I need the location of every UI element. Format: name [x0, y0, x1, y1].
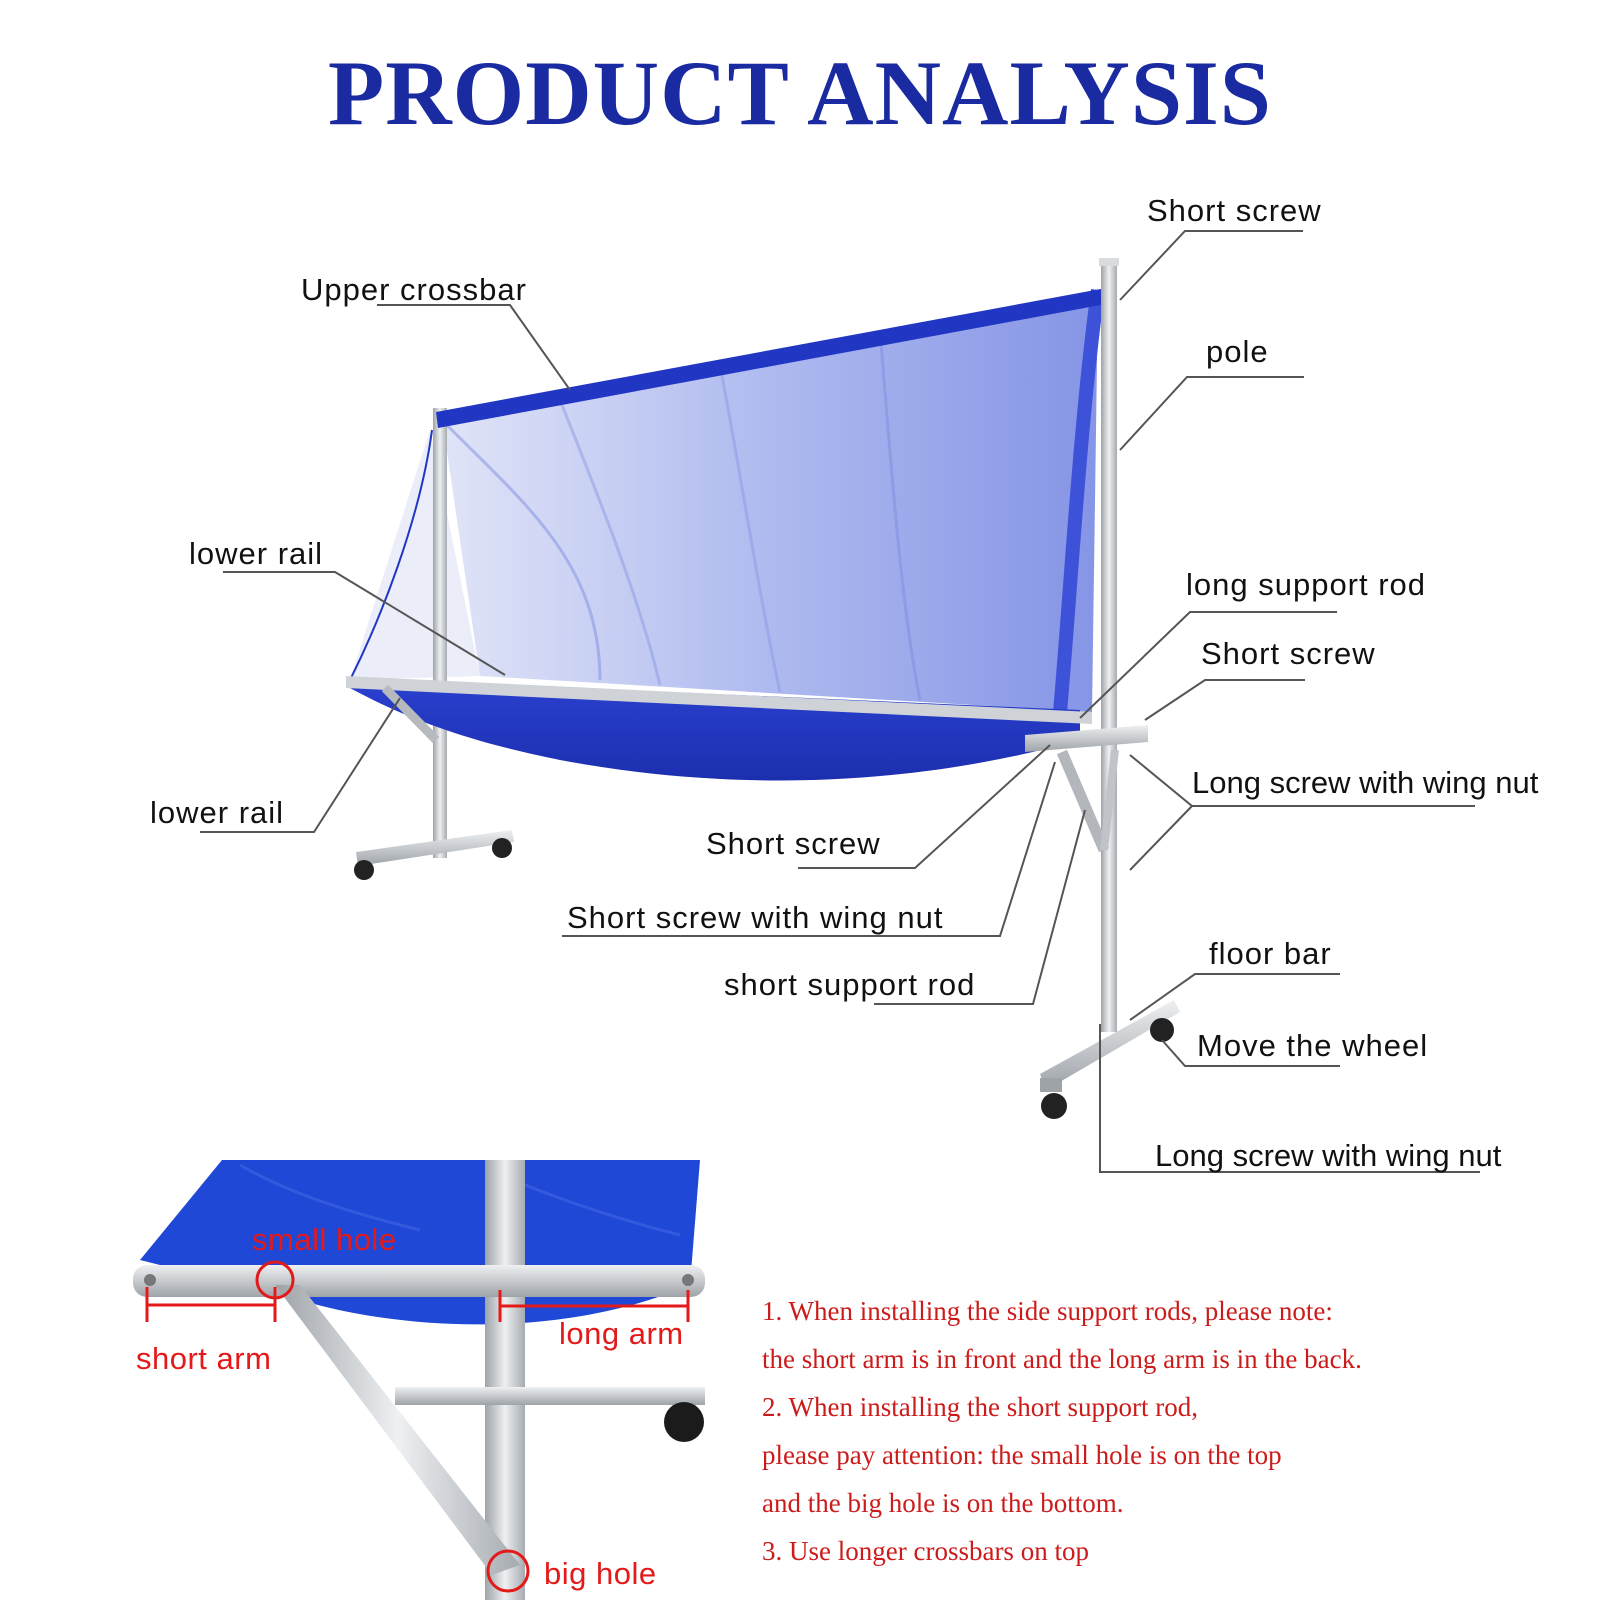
label-short-screw-mid: Short screw [1201, 636, 1376, 671]
note-line-3: 2. When installing the short support rod… [762, 1392, 1198, 1422]
note-line-4: please pay attention: the small hole is … [762, 1440, 1282, 1470]
label-short-support-rod: short support rod [724, 967, 976, 1002]
label-long-screw-wing-nut-mid: Long screw with wing nut [1192, 765, 1539, 800]
note-line-6: 3. Use longer crossbars on top [762, 1536, 1089, 1566]
label-big-hole: big hole [544, 1556, 657, 1591]
wheel [1041, 1093, 1067, 1119]
detail-inset [133, 1160, 1000, 1600]
label-short-screw-low: Short screw [706, 826, 881, 861]
label-short-arm: short arm [136, 1341, 272, 1376]
page-title: PRODUCT ANALYSIS [328, 42, 1272, 144]
floor-bar [1040, 1000, 1180, 1090]
label-move-wheel: Move the wheel [1197, 1028, 1429, 1063]
label-long-support-rod: long support rod [1186, 567, 1427, 602]
callout-lines [200, 230, 1480, 1173]
right-pole [1101, 262, 1117, 1032]
label-long-screw-wing-nut-bottom: Long screw with wing nut [1155, 1138, 1502, 1173]
upper-crossbar-sleeve [436, 288, 1106, 428]
label-long-arm: long arm [559, 1316, 684, 1351]
left-pole [433, 408, 447, 858]
note-line-1: 1. When installing the side support rods… [762, 1296, 1333, 1326]
note-line-2: the short arm is in front and the long a… [762, 1344, 1362, 1374]
label-short-screw-wing-nut: Short screw with wing nut [567, 900, 944, 935]
label-pole: pole [1206, 334, 1269, 369]
label-upper-crossbar: Upper crossbar [301, 272, 527, 307]
note-line-5: and the big hole is on the bottom. [762, 1488, 1124, 1518]
label-short-screw-top: Short screw [1147, 193, 1322, 228]
label-lower-rail-upper: lower rail [189, 536, 324, 571]
label-lower-rail-lower: lower rail [150, 795, 285, 830]
label-floor-bar: floor bar [1209, 936, 1332, 971]
label-small-hole: small hole [252, 1222, 397, 1257]
lower-rail-bar [346, 676, 1092, 724]
